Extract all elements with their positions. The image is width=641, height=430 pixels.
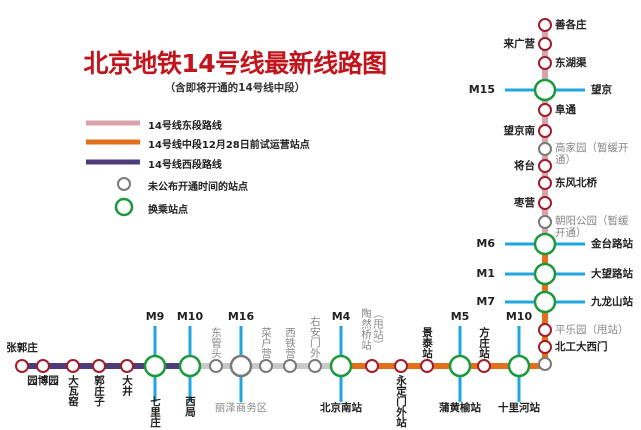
legend-grey-station-icon xyxy=(117,177,131,191)
station-label: 善各庄 xyxy=(555,19,587,31)
transfer-line-label: M10 xyxy=(505,310,533,323)
station-label: 北工大西门 xyxy=(555,341,608,353)
station-marker xyxy=(538,37,552,51)
legend-transfer-station-label: 换乘站点 xyxy=(148,205,188,216)
station-label: 七里庄 xyxy=(149,396,161,428)
station-label: 东管头 xyxy=(210,326,222,359)
station-label: 平乐园（甩站） xyxy=(555,324,629,336)
station-marker xyxy=(538,18,552,32)
station-label: 郭庄子 xyxy=(93,375,105,407)
station-marker xyxy=(420,359,434,373)
station-label: 园博园 xyxy=(27,375,59,387)
station-label: 望京南 xyxy=(503,125,536,137)
station-marker xyxy=(143,354,167,378)
transfer-line-label: M15 xyxy=(468,83,495,96)
station-label: 来广营 xyxy=(503,38,536,50)
station-marker xyxy=(538,340,552,354)
legend-middle-label: 14号线中段12月28日前试运营站点 xyxy=(148,140,310,151)
station-label: 高家园（暂缓开通） xyxy=(555,142,629,166)
station-label: 十里河站 xyxy=(498,402,540,414)
station-marker xyxy=(283,359,297,373)
station-marker xyxy=(533,262,557,286)
map-subtitle: （含即将开通的14号线中段） xyxy=(164,82,306,94)
station-marker xyxy=(533,78,557,102)
station-marker xyxy=(538,323,552,337)
station-marker xyxy=(259,359,273,373)
transfer-line-label: M10 xyxy=(176,310,204,323)
station-marker xyxy=(178,354,202,378)
station-marker xyxy=(329,354,353,378)
station-marker xyxy=(538,142,552,156)
transfer-line-label: M4 xyxy=(331,310,351,323)
station-marker xyxy=(92,359,106,373)
station-marker xyxy=(538,103,552,117)
station-label: 西铁营 xyxy=(284,326,296,359)
transfer-line-label: M6 xyxy=(476,237,495,250)
station-marker xyxy=(533,290,557,314)
legend-east-label: 14号线东段路线 xyxy=(148,121,222,132)
station-label: 丽泽商务区 xyxy=(214,402,268,414)
station-marker xyxy=(308,359,322,373)
station-marker xyxy=(538,56,552,70)
station-label: 大瓦窑 xyxy=(67,375,79,407)
map-title: 北京地铁14号线最新线路图 xyxy=(83,49,387,78)
station-marker xyxy=(365,359,379,373)
station-label: 大望路站 xyxy=(591,268,633,280)
station-label: 蒲黄榆站 xyxy=(439,402,481,414)
transfer-line-label: M1 xyxy=(476,267,495,280)
legend-west-label: 14号线西段路线 xyxy=(148,160,222,171)
station-label: 将台 xyxy=(514,160,535,172)
station-label: 北京南站 xyxy=(320,402,362,414)
transfer-line-label: M16 xyxy=(227,310,255,323)
station-label: 右安门外 xyxy=(309,316,321,358)
station-label: 枣营 xyxy=(514,197,535,209)
station-marker xyxy=(538,159,552,173)
station-label: 菜户营 xyxy=(260,326,272,359)
station-label: 景泰站 xyxy=(421,326,433,359)
station-label: 陶然桥站（甩站） xyxy=(360,308,384,350)
station-marker xyxy=(448,354,472,378)
station-marker xyxy=(533,232,557,256)
station-marker xyxy=(507,354,531,378)
transfer-line-label: M9 xyxy=(145,310,165,323)
station-marker xyxy=(477,359,491,373)
station-label: 阜通 xyxy=(555,104,576,116)
station-label: 东风北桥 xyxy=(555,177,597,189)
station-label: 朝阳公园（暂缓开通） xyxy=(555,215,629,239)
station-label: 方庄站 xyxy=(478,326,490,359)
station-marker xyxy=(538,124,552,138)
station-marker xyxy=(229,354,253,378)
station-marker xyxy=(120,359,134,373)
transfer-line-label: M5 xyxy=(450,310,470,323)
station-label: 大井 xyxy=(121,375,133,396)
legend-grey-station-label: 未公布开通时间的站点 xyxy=(148,182,248,193)
station-label: 西局 xyxy=(184,396,196,417)
station-marker xyxy=(538,215,552,229)
station-label: 东湖渠 xyxy=(555,57,587,69)
station-marker xyxy=(66,359,80,373)
station-marker xyxy=(15,359,29,373)
transfer-line-label: M7 xyxy=(476,295,495,308)
station-label: 九龙山站 xyxy=(591,296,633,308)
station-marker xyxy=(538,196,552,210)
station-label: 金台路站 xyxy=(591,238,633,250)
station-marker xyxy=(538,357,552,371)
station-marker xyxy=(209,359,223,373)
station-marker xyxy=(538,176,552,190)
station-marker xyxy=(36,359,50,373)
station-label: 望京 xyxy=(591,84,612,96)
legend-transfer-station-icon xyxy=(114,197,134,217)
station-label: 张郭庄 xyxy=(6,342,38,354)
station-label: 永定门外站 xyxy=(395,375,407,428)
station-marker xyxy=(394,359,408,373)
